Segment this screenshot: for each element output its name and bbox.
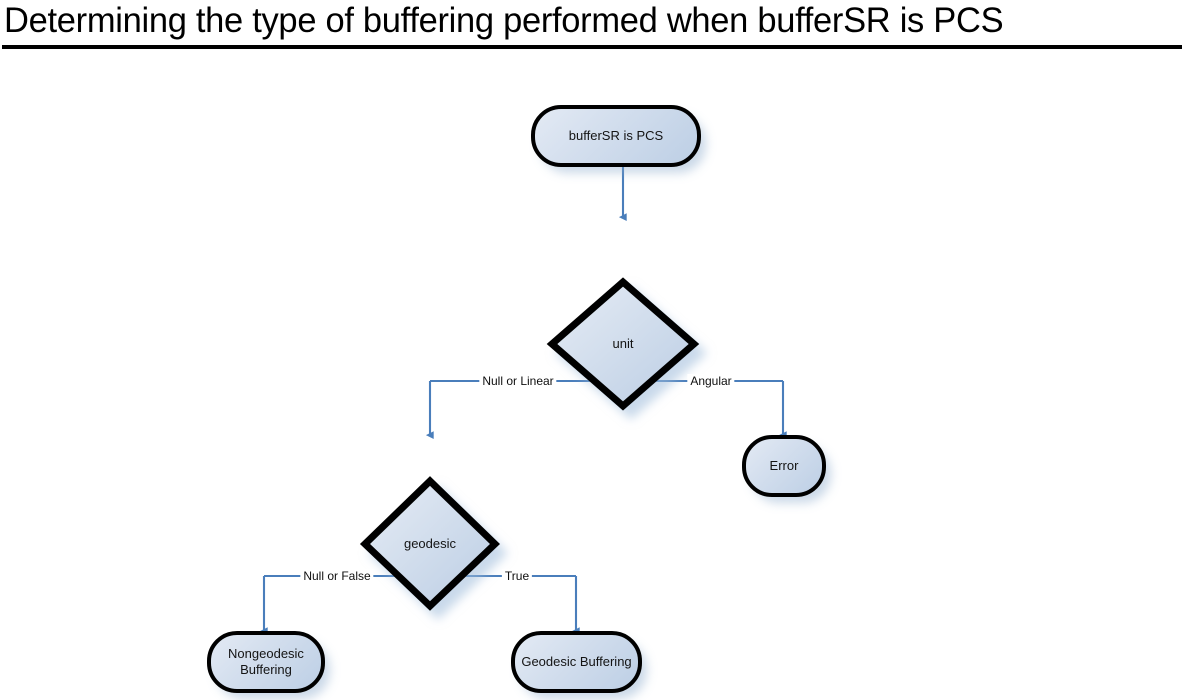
edge-label-angular: Angular [687,374,735,388]
node-nongeodesic-buffering-label: Nongeodesic Buffering [228,646,304,677]
node-unit-label: unit [612,336,634,351]
unit-diamond-shape [546,277,700,411]
edge-label-true: True [501,569,533,583]
node-error[interactable]: Error [742,435,826,497]
page-title: Determining the type of buffering perfor… [4,1,1004,40]
node-geodesic-buffering[interactable]: Geodesic Buffering [511,631,642,693]
node-nongeodesic-buffering[interactable]: Nongeodesic Buffering [207,631,325,693]
node-geodesic-buffering-label: Geodesic Buffering [521,654,632,669]
node-error-label: Error [769,458,799,473]
node-unit-decision[interactable]: unit [552,282,694,406]
decision-shapes [359,277,700,611]
flowchart-diagram: bufferSR is PCS Error Nongeodesic Buffer… [0,54,1184,700]
edge-label-null-or-linear: Null or Linear [479,374,557,388]
node-start-bufferSR-is-PCS[interactable]: bufferSR is PCS [531,105,701,167]
edge-label-null-or-false: Null or False [300,569,374,583]
node-geodesic-label: geodesic [403,535,457,551]
title-bar: Determining the type of buffering perfor… [0,0,1184,54]
node-geodesic-decision[interactable]: geodesic [365,481,495,606]
title-underline-rule [2,45,1182,49]
node-start-label: bufferSR is PCS [568,128,664,143]
edge-connector-layer [259,166,787,636]
geodesic-diamond-shape [359,476,501,611]
